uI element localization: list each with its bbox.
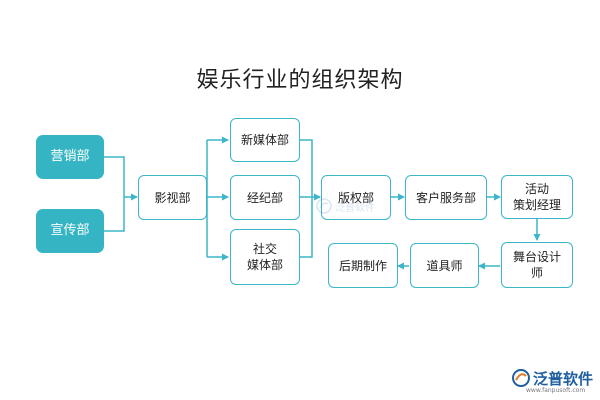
node-copyright: 版权部: [321, 175, 391, 220]
node-marketing: 营销部: [36, 135, 104, 179]
connector-merge-trunk: [300, 139, 313, 258]
node-event-planning: 活动 策划经理: [501, 175, 573, 219]
logo-url: www.fanpusoft.com: [526, 387, 586, 394]
logo-name: 泛普软件: [533, 369, 594, 388]
diagram-title: 娱乐行业的组织架构: [196, 68, 404, 93]
watermark-text: 泛普软件: [335, 202, 375, 214]
node-label: 影视部: [154, 190, 191, 205]
connector-publicity: [104, 197, 125, 232]
node-stage-designer: 舞台设计 师: [501, 242, 573, 288]
node-label: 社交 媒体部: [246, 242, 283, 272]
node-customer-service: 客户服务部: [405, 175, 487, 220]
node-label: 客户服务部: [415, 190, 476, 205]
node-social-media: 社交 媒体部: [230, 229, 300, 285]
node-label: 舞台设计 师: [512, 250, 561, 280]
fanpu-logo-icon: [512, 369, 530, 387]
node-publicity: 宣传部: [36, 209, 104, 253]
node-label: 经纪部: [246, 190, 283, 205]
node-post-production: 后期制作: [328, 243, 398, 288]
node-label: 营销部: [50, 149, 90, 164]
node-label: 宣传部: [50, 223, 90, 238]
node-props: 道具师: [410, 243, 479, 288]
fanpu-logo-icon: [316, 198, 332, 214]
node-film: 影视部: [138, 175, 207, 220]
connector-marketing: [104, 156, 125, 197]
node-label: 新媒体部: [240, 133, 289, 147]
node-label: 道具师: [426, 258, 463, 273]
node-new-media: 新媒体部: [230, 118, 300, 162]
node-label: 后期制作: [338, 258, 387, 273]
node-label: 版权部: [337, 190, 374, 205]
node-label: 活动 策划经理: [512, 182, 561, 212]
watermark: 泛普软件: [316, 194, 386, 218]
node-agency: 经纪部: [230, 175, 300, 220]
brand-logo: 泛普软件 www.fanpusoft.com: [512, 367, 594, 394]
